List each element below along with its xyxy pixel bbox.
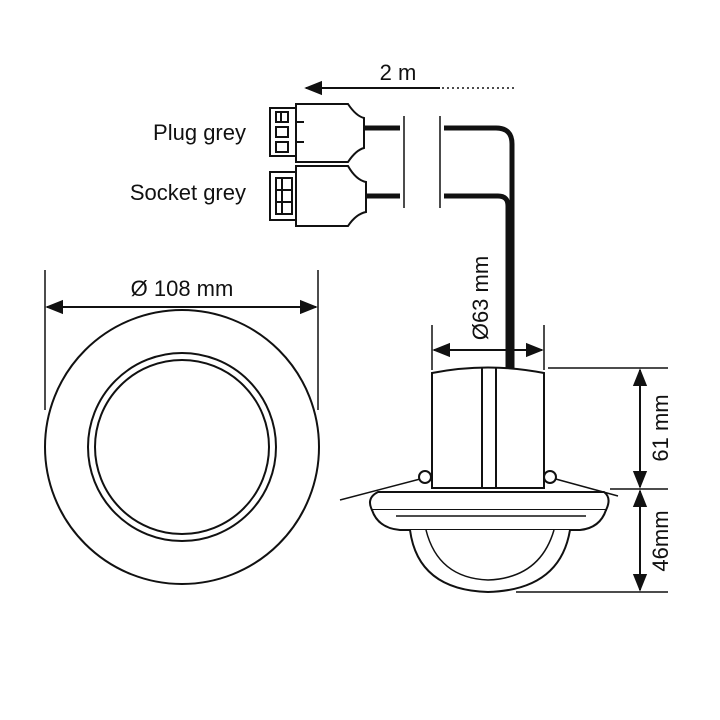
body-diameter-dimension — [431, 325, 545, 370]
plug-label: Plug grey — [153, 120, 246, 145]
outer-diameter-dimension — [44, 270, 319, 410]
sensor-front-view — [44, 309, 320, 585]
body-diameter-label: Ø63 mm — [468, 256, 493, 340]
socket-label: Socket grey — [130, 180, 246, 205]
height-dimensions — [516, 367, 668, 593]
cable-length-label: 2 m — [380, 60, 417, 85]
socket-connector — [269, 165, 400, 227]
dome-height-label: 46mm — [648, 510, 673, 571]
plug-connector — [269, 103, 400, 163]
outer-diameter-label: Ø 108 mm — [131, 276, 234, 301]
body-height-label: 61 mm — [648, 394, 673, 461]
sensor-cable — [444, 125, 515, 370]
sensor-side-view — [339, 366, 619, 594]
cable-break-marks — [403, 116, 441, 208]
cable-length-dimension: 2 m — [304, 60, 515, 96]
